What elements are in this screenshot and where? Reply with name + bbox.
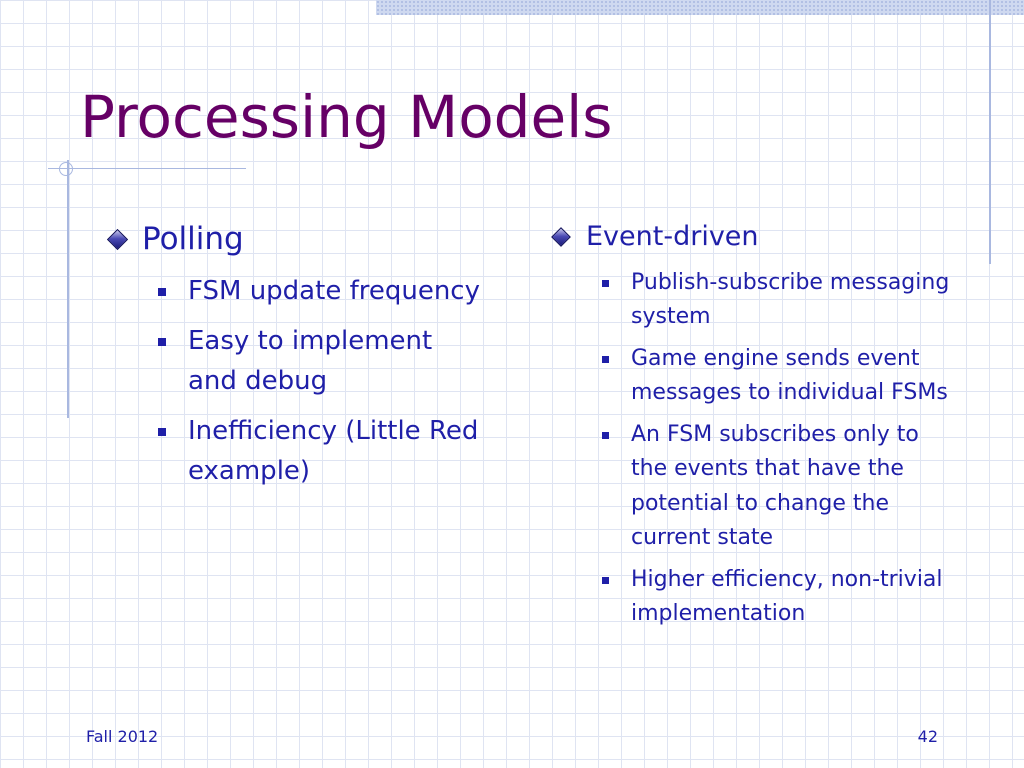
sub-bullet-item: Higher efficiency, non-trivial implement… — [602, 563, 951, 632]
sub-bullet-item: Inefficiency (Little Red example) — [158, 411, 488, 491]
sub-bullet-item: FSM update frequency — [158, 271, 488, 311]
event-driven-subitems: Publish-subscribe messaging system Game … — [602, 266, 950, 632]
diamond-bullet-icon — [106, 228, 130, 252]
bullet-heading: Polling — [142, 221, 244, 257]
right-column: Event-driven Publish-subscribe messaging… — [550, 220, 950, 639]
bullet-polling: Polling — [106, 220, 486, 259]
left-column: Polling FSM update frequency Easy to imp… — [106, 220, 486, 501]
slide-title: Processing Models — [80, 83, 613, 151]
footer-date: Fall 2012 — [86, 727, 159, 746]
sub-bullet-item: Publish-subscribe messaging system — [602, 266, 951, 335]
right-decorative-line — [989, 0, 991, 264]
top-decorative-band — [376, 0, 1024, 15]
diamond-bullet-icon — [550, 226, 572, 248]
title-underline — [48, 168, 246, 169]
circle-ornament-icon — [59, 162, 73, 176]
sub-bullet-item: An FSM subscribes only to the events tha… — [602, 418, 951, 556]
sub-bullet-item: Easy to implement and debug — [158, 321, 488, 401]
left-decorative-line — [67, 160, 69, 418]
polling-subitems: FSM update frequency Easy to implement a… — [158, 271, 486, 491]
slide-number: 42 — [917, 727, 938, 746]
bullet-heading: Event-driven — [586, 221, 759, 252]
sub-bullet-item: Game engine sends event messages to indi… — [602, 342, 951, 411]
bullet-event-driven: Event-driven — [550, 220, 950, 254]
